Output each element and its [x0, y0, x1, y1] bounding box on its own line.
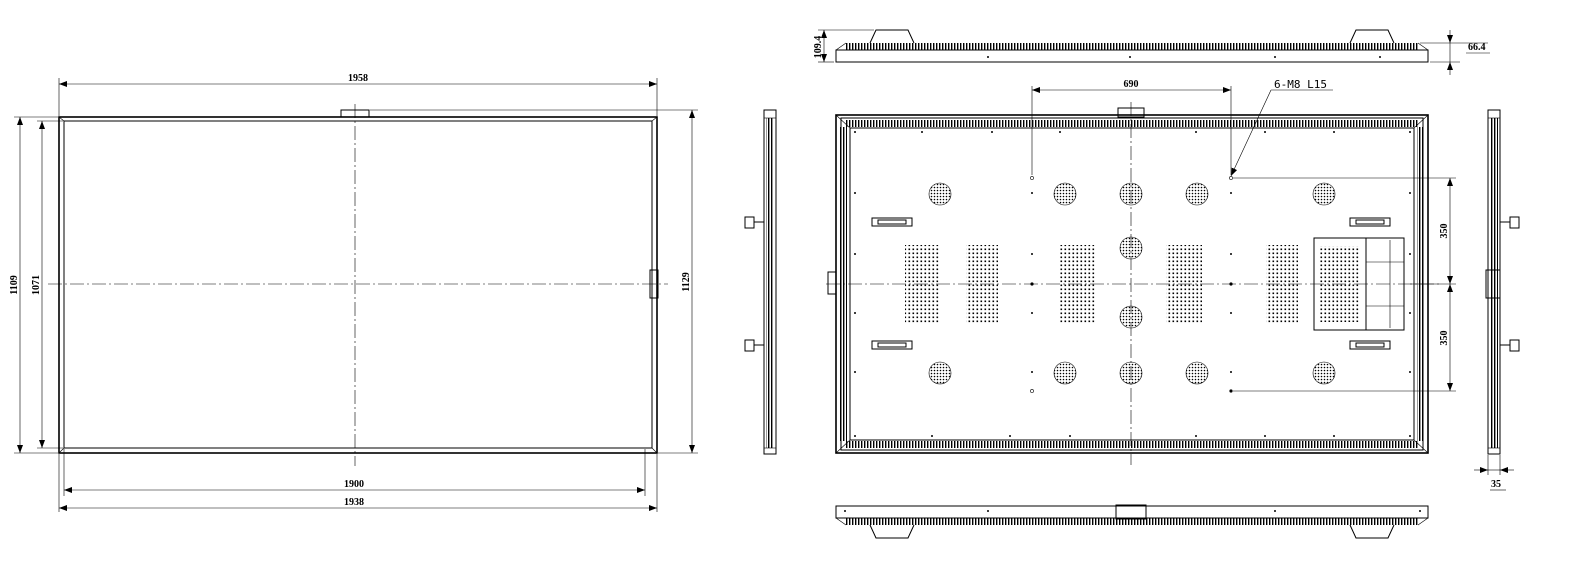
speaker-grille — [928, 361, 952, 385]
speaker-grille — [1119, 305, 1143, 329]
vent-grille — [1060, 245, 1096, 323]
dim-top-view-depth: 66.4 — [1468, 42, 1486, 53]
dim-top-view-height: 109.4 — [813, 36, 824, 59]
speaker-grille — [1185, 361, 1209, 385]
left-side-view — [744, 109, 777, 455]
dim-upper-spacing: 350 — [1439, 224, 1450, 239]
front-screen-area — [63, 120, 653, 449]
speaker-grille — [1053, 361, 1077, 385]
vent-grille — [966, 245, 998, 323]
handle — [871, 217, 913, 227]
speaker-grille — [1312, 361, 1336, 385]
rear-view: 690 6-M8 L15 350 350 — [826, 78, 1456, 465]
hole-spec-note: 6-M8 L15 — [1274, 78, 1327, 91]
speaker-grille — [928, 182, 952, 206]
handle — [871, 340, 913, 350]
bottom-view-outline — [835, 505, 1429, 519]
speaker-grille — [1119, 182, 1143, 206]
handle — [1349, 340, 1391, 350]
speaker-grille — [1312, 182, 1336, 206]
top-view: 109.4 66.4 — [813, 29, 1490, 75]
dim-side-thickness: 35 — [1491, 479, 1501, 490]
front-panel-outline — [58, 116, 658, 454]
speaker-grille — [1119, 361, 1143, 385]
dim-hole-spacing: 690 — [1124, 79, 1139, 90]
vent-grille — [1166, 245, 1202, 323]
dim-width-top: 1958 — [348, 73, 368, 84]
bottom-view — [835, 504, 1429, 539]
dim-width-inner: 1900 — [344, 479, 364, 490]
dim-lower-spacing: 350 — [1439, 331, 1450, 346]
dim-height-total: 1129 — [681, 272, 692, 291]
speaker-grille — [1119, 236, 1143, 260]
vent-grille — [905, 245, 939, 323]
right-side-view: 35 — [1474, 109, 1520, 491]
speaker-grille — [1053, 182, 1077, 206]
top-view-outline — [835, 49, 1429, 63]
dim-width-outer: 1938 — [344, 497, 364, 508]
dim-height-inner: 1071 — [31, 275, 42, 295]
vent-grille — [1266, 245, 1298, 323]
front-view: 1958 1900 1938 1109 1071 1129 — [9, 73, 698, 512]
dim-height-outer: 1109 — [9, 275, 20, 294]
speaker-grille — [1185, 182, 1209, 206]
handle — [1349, 217, 1391, 227]
